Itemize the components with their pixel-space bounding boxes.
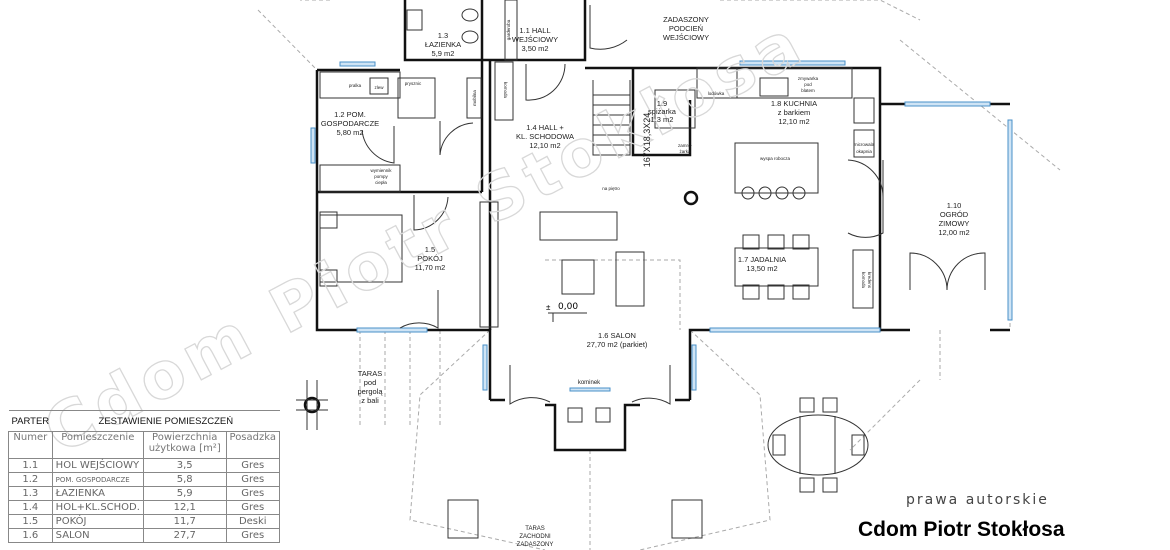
svg-text:komoda: komoda xyxy=(503,82,508,99)
windows xyxy=(310,60,1013,392)
svg-text:±: ± xyxy=(546,303,551,312)
svg-text:kominek: kominek xyxy=(578,380,601,386)
floor-label: PARTER xyxy=(8,410,53,432)
svg-text:zamro-żarka: zamro-żarka xyxy=(678,143,693,154)
table-title: ZESTAWIENIE POMIESZCZEŃ xyxy=(52,410,280,432)
column-header: Powierzchnia użytkowa [m²] xyxy=(142,431,227,459)
svg-text:prysznic: prysznic xyxy=(405,81,422,86)
column-header: Pomieszczenie xyxy=(51,431,144,459)
doors xyxy=(361,5,986,405)
svg-text:0,00: 0,00 xyxy=(558,302,578,312)
watermark: Cdom Piotr Stokłosa xyxy=(32,4,818,469)
author-name: Cdom Piotr Stokłosa xyxy=(858,518,1065,541)
table-title-row: PARTER ZESTAWIENIE POMIESZCZEŃ xyxy=(8,410,280,432)
svg-text:pralka: pralka xyxy=(349,83,362,88)
fixture-labels: pralka zlew prysznic garderoba komoda mo… xyxy=(349,19,875,386)
svg-text:wyspa robocza: wyspa robocza xyxy=(760,156,791,161)
svg-text:167X18,3X24: 167X18,3X24 xyxy=(642,113,652,168)
svg-text:Cdom Piotr Stokłosa: Cdom Piotr Stokłosa xyxy=(33,5,818,469)
table-header-row: Numer Pomieszczenie Powierzchnia użytkow… xyxy=(8,431,281,459)
svg-text:mobilna: mobilna xyxy=(472,90,477,106)
svg-text:garderoba: garderoba xyxy=(506,19,511,40)
svg-text:lodówka: lodówka xyxy=(708,91,725,96)
svg-text:komodakredens: komodakredens xyxy=(861,272,872,289)
svg-text:na piętro: na piętro xyxy=(602,186,620,191)
rooms-summary-table: PARTER ZESTAWIENIE POMIESZCZEŃ Numer Pom… xyxy=(8,410,281,543)
column-header: Posadzka xyxy=(225,431,281,459)
copyright-note: prawa autorskie xyxy=(906,492,1049,508)
svg-text:zlew: zlew xyxy=(374,85,384,90)
column-header: Numer xyxy=(8,431,53,459)
furniture xyxy=(296,0,875,539)
